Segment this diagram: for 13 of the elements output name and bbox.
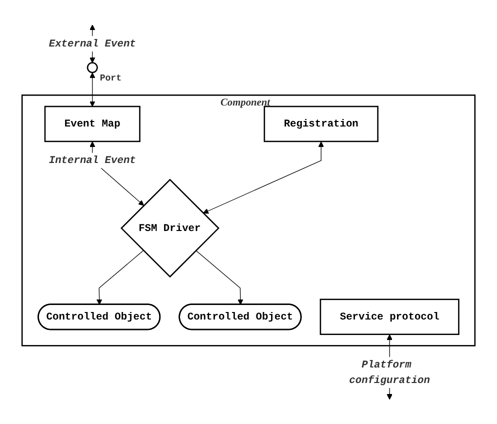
- node-circle: [86, 62, 98, 74]
- arrow: [96, 250, 144, 305]
- node-box: Event Map: [44, 106, 140, 142]
- node-box: Registration: [264, 106, 378, 142]
- node-diamond: FSM Driver: [120, 178, 220, 278]
- arrow: [90, 72, 96, 107]
- arrow: [196, 250, 244, 305]
- node-box: Service protocol: [320, 298, 460, 335]
- edge-label: External Event: [48, 38, 136, 50]
- port-label: Port: [100, 72, 122, 84]
- edge-label: Platform configuration: [349, 358, 430, 386]
- edge-label: Internal Event: [48, 154, 136, 166]
- arrow: [202, 141, 324, 214]
